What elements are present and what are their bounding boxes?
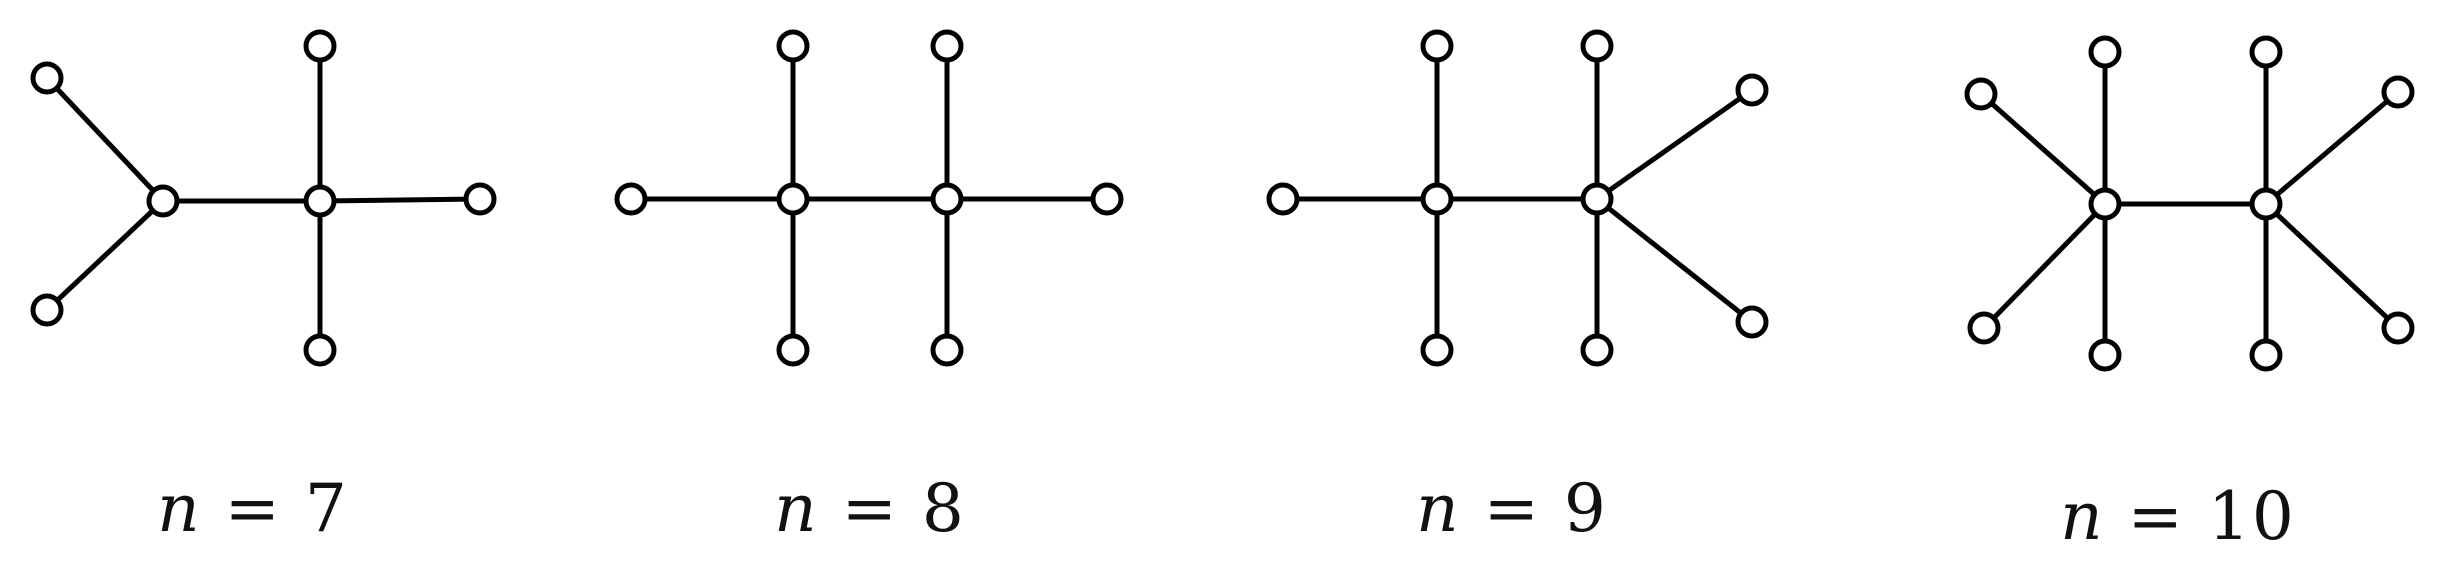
tree-vertex — [614, 182, 648, 216]
caption-variable: n — [1416, 470, 1461, 547]
tree-edge — [1594, 87, 1755, 202]
tree-vertex — [1735, 73, 1769, 107]
caption-n10: n = 10 — [2060, 478, 2296, 555]
tree-vertex — [1967, 311, 2001, 345]
tree-vertex — [776, 182, 810, 216]
tree-edge — [2263, 89, 2401, 207]
caption-number: 9 — [1563, 470, 1608, 547]
tree-vertex — [30, 293, 64, 327]
tree-vertex — [2249, 187, 2283, 221]
tree-vertex — [2381, 75, 2415, 109]
tree-vertex — [2249, 35, 2283, 69]
caption-variable: n — [774, 470, 819, 547]
tree-vertex — [303, 333, 337, 367]
tree-vertex — [2249, 338, 2283, 372]
tree-vertex — [30, 61, 64, 95]
caption-n7: n = 7 — [157, 470, 349, 547]
tree-edge — [1978, 91, 2108, 207]
tree-vertex — [1420, 29, 1454, 63]
caption-number: 8 — [921, 470, 966, 547]
tree-vertex — [1735, 305, 1769, 339]
caption-equals: = — [841, 470, 899, 547]
tree-edge — [1594, 196, 1755, 325]
tree-n9 — [1266, 29, 1769, 367]
tree-vertex — [1580, 333, 1614, 367]
tree-vertex — [303, 29, 337, 63]
tree-n7 — [30, 29, 497, 367]
caption-n9: n = 9 — [1416, 470, 1608, 547]
tree-vertex — [776, 333, 810, 367]
tree-edge — [1981, 201, 2108, 331]
tree-vertex — [303, 184, 337, 218]
tree-edge — [44, 75, 166, 204]
tree-vertex — [2088, 187, 2122, 221]
tree-vertex — [1580, 182, 1614, 216]
tree-vertex — [1964, 77, 1998, 111]
tree-vertex — [2088, 338, 2122, 372]
tree-vertex — [930, 333, 964, 367]
caption-n8: n = 8 — [774, 470, 966, 547]
tree-edge — [2263, 201, 2401, 331]
tree-edge — [44, 198, 166, 313]
caption-number: 7 — [304, 470, 349, 547]
tree-vertex — [930, 182, 964, 216]
tree-vertex — [930, 29, 964, 63]
tree-vertex — [776, 29, 810, 63]
tree-n10 — [1964, 35, 2415, 372]
caption-equals: = — [2127, 478, 2185, 555]
caption-equals: = — [1483, 470, 1541, 547]
caption-variable: n — [2060, 478, 2105, 555]
tree-vertex — [1420, 333, 1454, 367]
tree-vertex — [1580, 29, 1614, 63]
tree-n8 — [614, 29, 1124, 367]
caption-number: 10 — [2207, 478, 2296, 555]
tree-vertex — [2088, 35, 2122, 69]
tree-vertex — [1266, 182, 1300, 216]
caption-variable: n — [157, 470, 202, 547]
tree-vertex — [1420, 182, 1454, 216]
tree-vertex — [2381, 311, 2415, 345]
tree-vertex — [463, 182, 497, 216]
tree-vertex — [146, 184, 180, 218]
caption-equals: = — [224, 470, 282, 547]
tree-edge — [317, 196, 483, 204]
tree-vertex — [1090, 182, 1124, 216]
